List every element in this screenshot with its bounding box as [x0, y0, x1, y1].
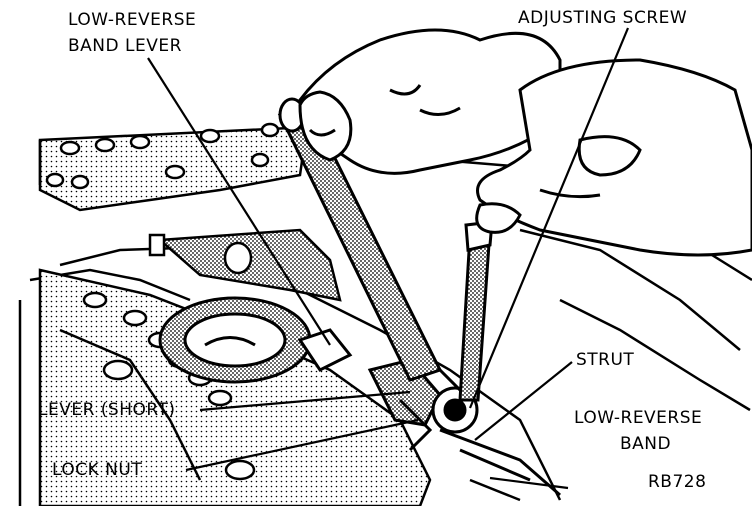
- left-hand: [298, 28, 562, 175]
- label-low-reverse-band-line1: LOW-REVERSE: [574, 408, 703, 428]
- label-low-reverse-band-line2: BAND: [620, 434, 672, 454]
- leader-lock-nut: [185, 418, 419, 472]
- right-hand: [475, 58, 752, 257]
- leader-low-reverse-band: [489, 476, 569, 490]
- servo-bore: [158, 296, 312, 384]
- case-cavity: [148, 228, 342, 302]
- label-low-reverse-band-lever-line2: BAND LEVER: [68, 36, 182, 56]
- leader-lines: [147, 27, 630, 490]
- screwdriver: [458, 220, 494, 402]
- figure-code: RB728: [648, 472, 707, 492]
- low-reverse-band-shape: [439, 428, 561, 497]
- label-strut: STRUT: [576, 350, 635, 370]
- gasket-holes: [45, 122, 280, 190]
- leader-strut: [474, 361, 573, 441]
- leader-low-reverse-band-lever: [147, 57, 331, 346]
- label-lever-short: LEVER (SHORT): [38, 400, 176, 420]
- leader-lever-short: [199, 390, 411, 412]
- label-low-reverse-band-lever-line1: LOW-REVERSE: [68, 10, 197, 30]
- label-adjusting-screw: ADJUSTING SCREW: [518, 8, 688, 28]
- leader-adjusting-screw: [468, 27, 630, 409]
- label-lock-nut: LOCK NUT: [52, 460, 143, 480]
- wrench: [277, 97, 472, 402]
